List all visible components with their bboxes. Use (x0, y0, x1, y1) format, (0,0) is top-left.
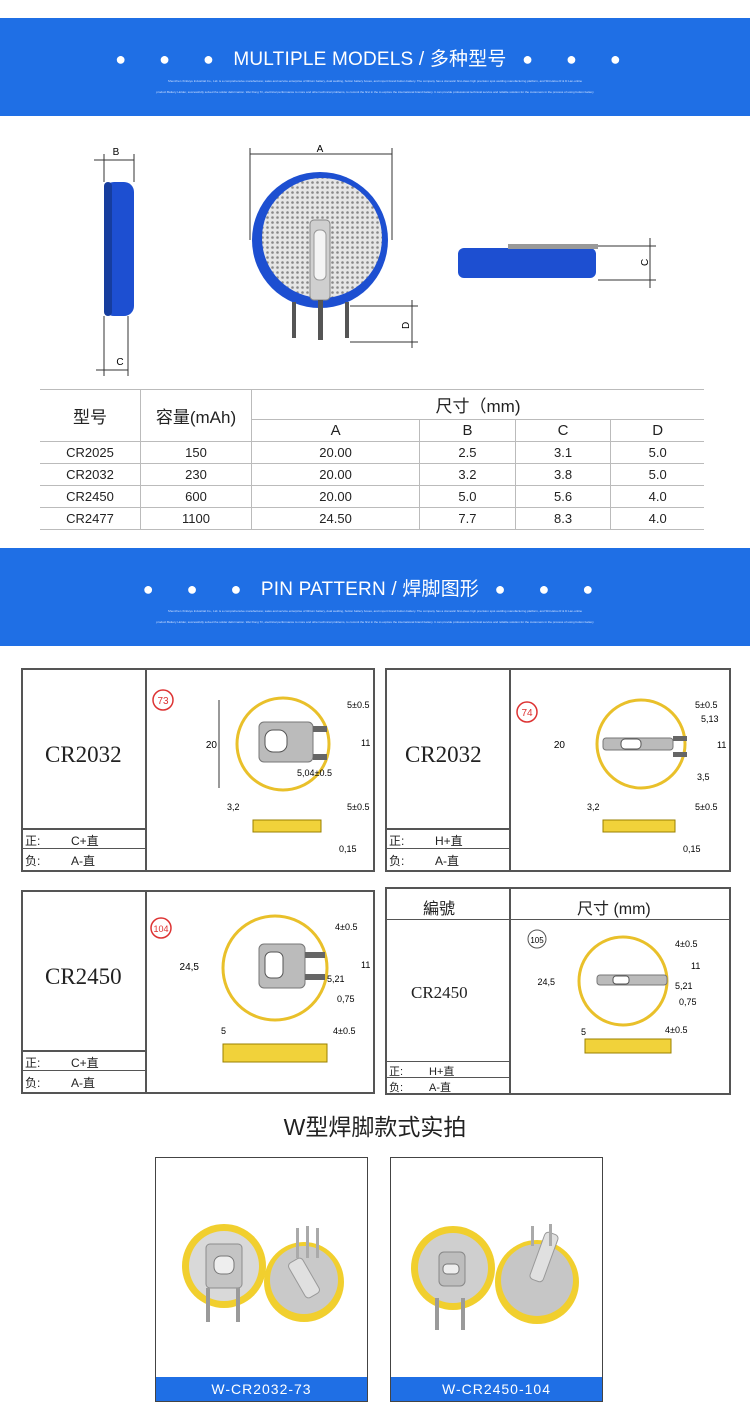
svg-text:5±0.5: 5±0.5 (695, 700, 717, 710)
svg-text:11: 11 (361, 738, 370, 748)
battery-dimension-drawing: B C A D C (94, 144, 656, 376)
panel-model-label: CR2450 (45, 964, 122, 989)
svg-text:24,5: 24,5 (180, 962, 200, 973)
svg-text:4±0.5: 4±0.5 (335, 922, 357, 932)
col-c-header: C (514, 419, 611, 442)
photo-card-2: W-CR2450-104 (390, 1157, 603, 1402)
pin-diagram: 105 24,5 4±0.5 11 5,21 0,75 5 4±0.5 (527, 929, 700, 1054)
panel-model-label: CR2032 (405, 742, 482, 767)
section-banner-pin-pattern: ● ● ● PIN PATTERN / 焊脚图形 ● ● ● Shenzhen … (0, 548, 750, 646)
svg-text:0,75: 0,75 (679, 997, 697, 1007)
section-title-pin-pattern: ● ● ● PIN PATTERN / 焊脚图形 ● ● ● (142, 579, 608, 600)
svg-text:4±0.5: 4±0.5 (675, 939, 697, 949)
svg-text:20: 20 (206, 740, 218, 751)
hdr-model: 編號 (423, 901, 456, 918)
pin-diagram: 104 24,5 4±0.5 11 5,21 0,75 5 4±0.5 (150, 914, 370, 1063)
svg-text:11: 11 (361, 960, 370, 970)
photo-card-1: W-CR2032-73 (155, 1157, 368, 1402)
dim-a-label: A (317, 144, 324, 155)
svg-text:5±0.5: 5±0.5 (347, 700, 369, 710)
pin-panel-cr2032-74: CR2032 正: H+直 负: A-直 74 20 5±0.5 5,13 11… (385, 668, 731, 872)
hdr-size: 尺寸 (mm) (577, 901, 651, 918)
svg-text:0,15: 0,15 (339, 844, 357, 854)
photos-title: W型焊脚款式实拍 (283, 1114, 467, 1140)
svg-text:4±0.5: 4±0.5 (333, 1026, 355, 1036)
col-b-header: B (419, 419, 516, 442)
svg-text:5: 5 (221, 1026, 226, 1036)
pin-diagram: 73 20 5±0.5 11 5,04±0.5 3,2 5±0.5 0,15 (152, 689, 370, 854)
fine-print-line-1: Shenzhen Xinfeiye Industrial Co., Ltd. i… (167, 79, 583, 83)
svg-text:5,21: 5,21 (675, 981, 693, 991)
svg-text:24,5: 24,5 (537, 977, 555, 987)
svg-text:5±0.5: 5±0.5 (695, 802, 717, 812)
col-model-header: 型号 (40, 389, 141, 442)
pin-panel-cr2450-104: CR2450 正: C+直 负: A-直 104 24,5 4±0.5 11 5… (21, 890, 375, 1094)
svg-text:3,2: 3,2 (227, 802, 240, 812)
panel-model-label: CR2032 (45, 742, 122, 767)
svg-text:3,2: 3,2 (587, 802, 600, 812)
svg-text:5,21: 5,21 (327, 974, 345, 984)
dim-c-flat-label: C (640, 259, 651, 266)
svg-text:105: 105 (530, 936, 544, 945)
svg-text:11: 11 (717, 740, 726, 750)
col-capacity-header: 容量(mAh) (140, 389, 252, 442)
svg-text:74: 74 (521, 708, 533, 719)
battery-photo (411, 1224, 579, 1330)
fine-print-line-2: product Battery Holder, successfully sol… (156, 620, 594, 624)
col-a-header: A (250, 419, 420, 442)
battery-flat-view: C (458, 238, 656, 288)
section-title-models: ● ● ● MULTIPLE MODELS / 多种型号 ● ● ● (115, 49, 635, 70)
battery-front-view: A D (249, 144, 418, 348)
dim-d-label: D (401, 322, 412, 329)
pin-panel-cr2450-105: 編號 尺寸 (mm) CR2450 正: H+直 负: A-直 105 24,5… (385, 887, 731, 1095)
col-size-header: 尺寸（mm) (251, 389, 704, 420)
svg-text:20: 20 (554, 740, 566, 751)
col-d-header: D (610, 419, 704, 442)
photo-caption: W-CR2032-73 (156, 1377, 367, 1401)
svg-text:11: 11 (691, 961, 700, 971)
svg-text:0,75: 0,75 (337, 994, 355, 1004)
svg-text:5,13: 5,13 (701, 714, 719, 724)
svg-text:0,15: 0,15 (683, 844, 701, 854)
panel-model-label: CR2450 (411, 983, 468, 1002)
svg-text:3,5: 3,5 (697, 772, 710, 782)
svg-text:5,04±0.5: 5,04±0.5 (297, 768, 332, 778)
svg-text:104: 104 (153, 924, 168, 934)
pin-diagram: 74 20 5±0.5 5,13 11 3,5 3,2 5±0.5 0,15 (516, 698, 726, 854)
battery-side-view: B C (94, 147, 135, 376)
battery-photo (182, 1224, 344, 1322)
dim-c-label: C (116, 357, 123, 368)
svg-text:5±0.5: 5±0.5 (347, 802, 369, 812)
svg-text:73: 73 (157, 696, 169, 707)
dim-b-label: B (113, 147, 120, 158)
svg-text:4±0.5: 4±0.5 (665, 1025, 687, 1035)
fine-print-line-1: Shenzhen Xinfeiye Industrial Co., Ltd. i… (167, 609, 583, 613)
photo-caption: W-CR2450-104 (391, 1377, 602, 1401)
svg-text:5: 5 (581, 1027, 586, 1037)
fine-print-line-2: product Battery Holder, successfully sol… (156, 90, 594, 94)
pin-panel-cr2032-73: CR2032 正: C+直 负: A-直 73 20 5±0.5 11 5,04… (21, 668, 375, 872)
section-banner-models: ● ● ● MULTIPLE MODELS / 多种型号 ● ● ● Shenz… (0, 18, 750, 116)
